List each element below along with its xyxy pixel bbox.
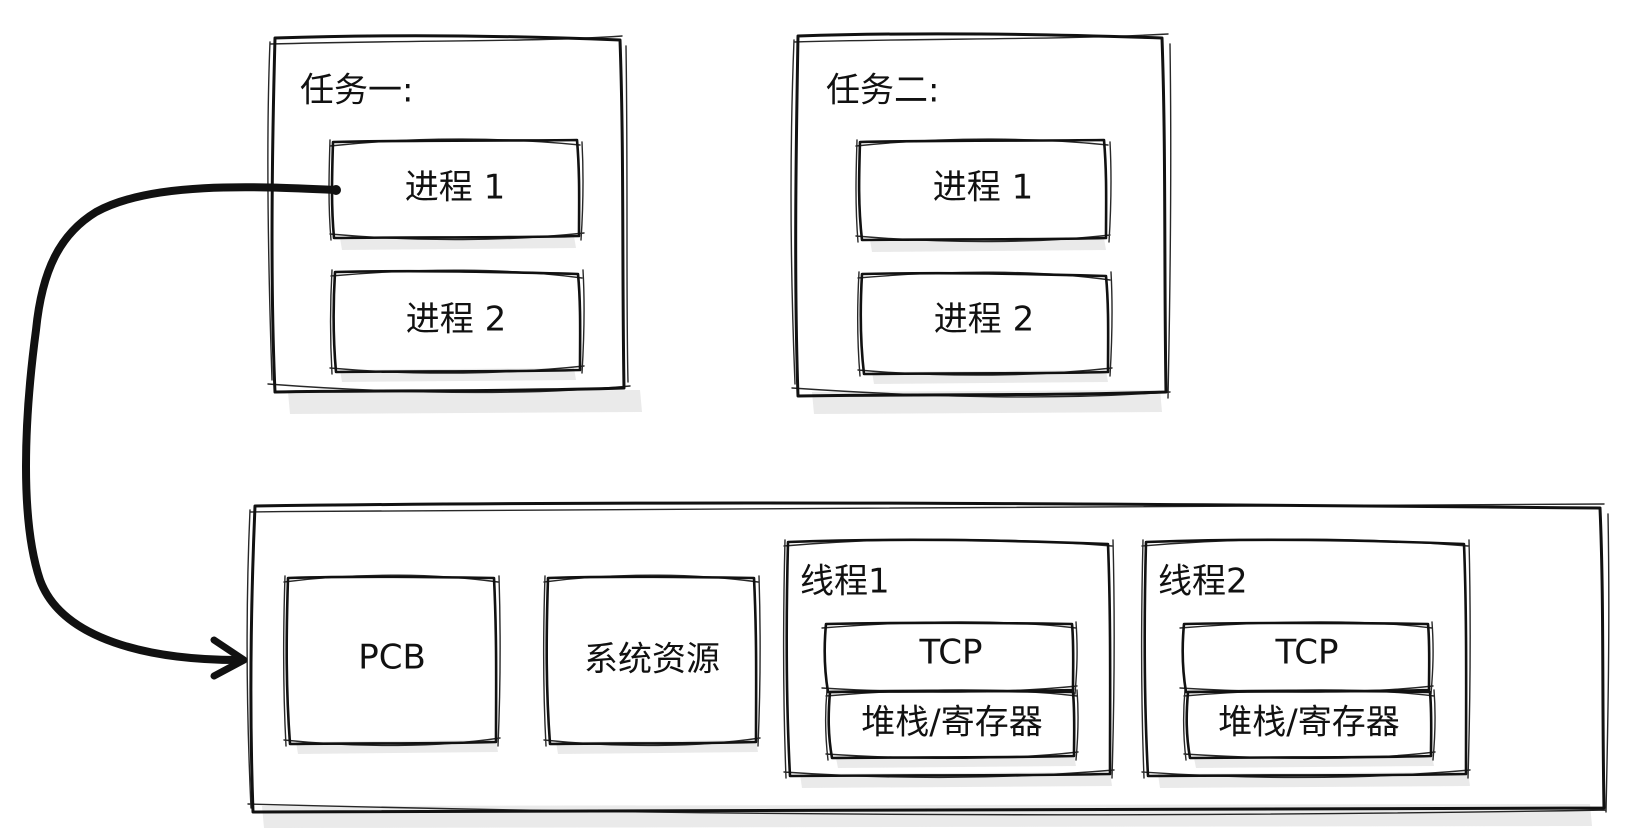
process-detail-box-sketch	[246, 503, 1610, 816]
thread1-stack-shadow	[836, 756, 1076, 768]
thread1-tcp-label: TCP	[918, 633, 982, 673]
task2-group: 任务二: 进程 1 进程 2	[790, 32, 1172, 414]
process-expand-arrow	[22, 183, 341, 680]
task1-process2-sketch	[329, 269, 585, 375]
thread2-title: 线程2	[1158, 562, 1248, 602]
arrow-head	[210, 636, 248, 680]
task2-box-sketch	[790, 33, 1172, 399]
task1-box	[270, 34, 626, 394]
task1-process1-shadow	[340, 236, 576, 250]
task2-process1-label: 进程 1	[933, 168, 1033, 208]
thread1-stack-label: 堆栈/寄存器	[861, 703, 1042, 743]
thread1-box	[785, 538, 1112, 778]
task2-process2-label: 进程 2	[934, 300, 1034, 340]
arrow-curve	[22, 183, 340, 664]
task1-process1-sketch	[328, 138, 585, 241]
thread2-tcp-label: TCP	[1274, 633, 1338, 673]
arrow-start-dot	[331, 185, 341, 195]
thread1-tcp-box	[823, 621, 1075, 694]
task1-shadow	[288, 390, 642, 414]
thread1-box-sketch	[782, 538, 1115, 779]
task1-process2-label: 进程 2	[406, 300, 506, 340]
system-resources-box	[545, 575, 758, 746]
thread2-stack-shadow	[1194, 756, 1434, 768]
task1-title: 任务一:	[300, 71, 413, 111]
thread2-box-sketch	[1140, 538, 1471, 779]
thread2-stack-sketch	[1182, 689, 1436, 761]
task1-group: 任务一: 进程 1 进程 2	[267, 34, 642, 414]
process-detail-group: PCB 系统资源 线程1 TCP 堆栈/寄存器 线程2 TCP 堆栈/寄存器	[246, 501, 1610, 828]
task2-title: 任务二:	[826, 71, 939, 111]
task1-process1-label: 进程 1	[405, 168, 505, 208]
thread2-stack-box	[1185, 689, 1433, 760]
task2-process2-box	[859, 271, 1110, 376]
task2-process1-box	[857, 138, 1108, 242]
task2-process1-shadow	[870, 238, 1106, 252]
thread1-stack-box	[827, 689, 1076, 760]
task1-process2-box	[332, 269, 582, 374]
task1-box-sketch	[267, 35, 631, 394]
process-detail-box	[249, 501, 1606, 814]
task2-process2-sketch	[856, 271, 1113, 377]
task1-process1-box	[330, 138, 581, 240]
pcb-sketch	[282, 574, 501, 747]
system-resources-sketch	[542, 574, 761, 747]
pcb-box	[285, 575, 498, 746]
thread1-stack-sketch	[824, 689, 1079, 761]
thread1-title: 线程1	[800, 562, 890, 602]
thread2-stack-label: 堆栈/寄存器	[1218, 703, 1399, 743]
thread2-box	[1143, 538, 1468, 778]
task2-process1-sketch	[855, 138, 1112, 243]
system-resources-label: 系统资源	[584, 640, 720, 680]
thread2-tcp-box	[1181, 621, 1431, 694]
pcb-label: PCB	[358, 638, 426, 678]
